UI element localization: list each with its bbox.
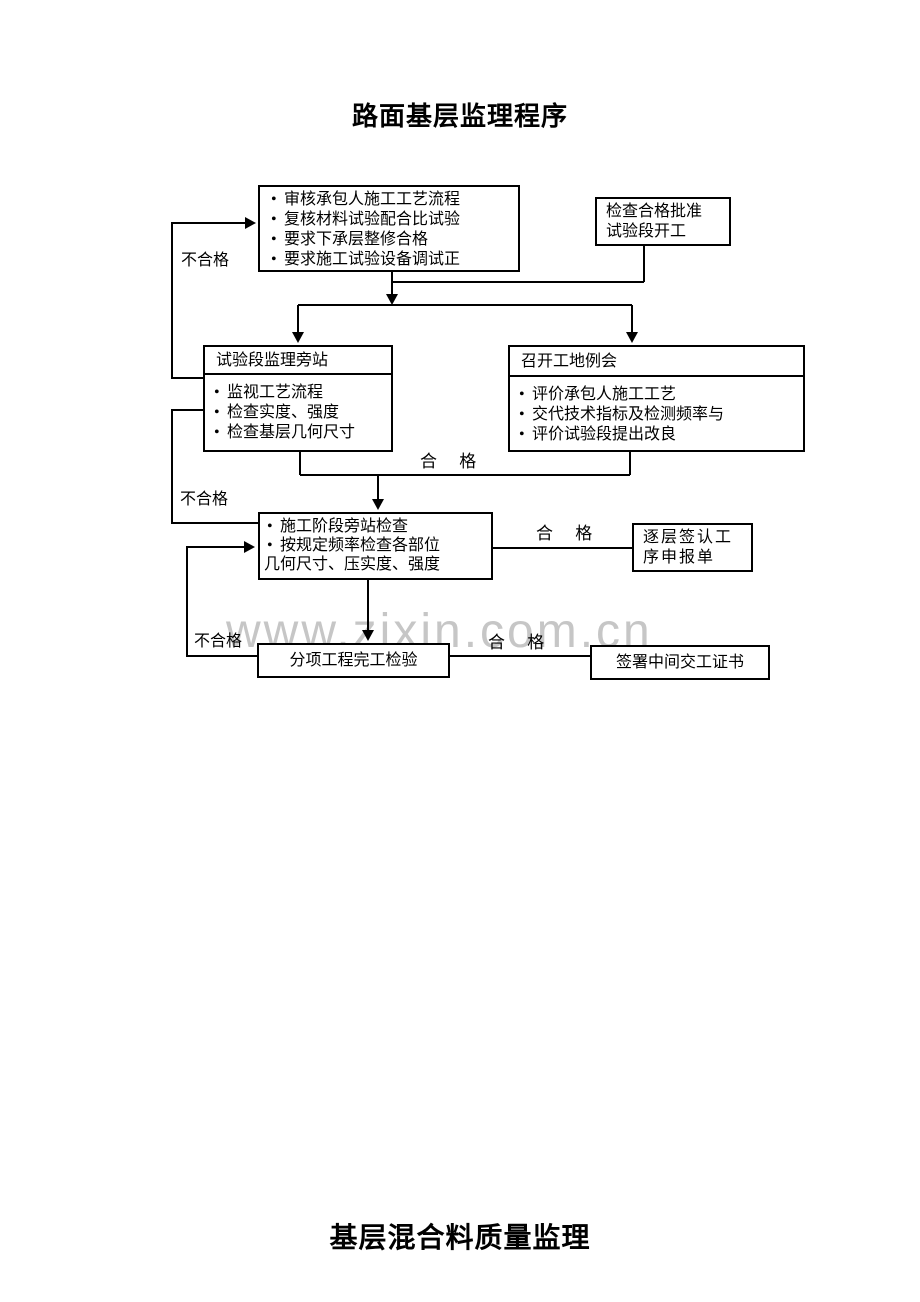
fail-label: 不合格 <box>180 491 229 508</box>
flow-box-sign-declaration: 逐层签认工 序申报单 <box>632 523 753 572</box>
connector-top-junction <box>391 246 645 283</box>
meeting-item: 评价试验段提出改良 <box>516 425 803 445</box>
flow-box-completion-inspection: 分项工程完工检验 <box>257 643 450 678</box>
arrowhead-construction-box <box>372 499 384 510</box>
pass-label: 合 格 <box>420 452 486 471</box>
arrowhead-trial-box <box>292 332 304 343</box>
fail-label: 不合格 <box>194 633 243 650</box>
flow-box-review: 审核承包人施工工艺流程 复核材料试验配合比试验 要求下承层整修合格 要求施工试验… <box>258 185 520 272</box>
review-item: 复核材料试验配合比试验 <box>268 210 518 230</box>
meeting-item: 评价承包人施工工艺 <box>516 385 803 405</box>
flow-box-handover-certificate: 签署中间交工证书 <box>590 645 770 680</box>
sign-line: 序申报单 <box>643 549 716 566</box>
arrowhead-inspection-box <box>362 630 374 641</box>
flow-box-approve: 检查合格批准 试验段开工 <box>595 197 731 246</box>
flow-box-trial-supervision: 试验段监理旁站 监视工艺流程 检查实度、强度 检查基层几何尺寸 <box>203 345 393 452</box>
pass-label: 合 格 <box>488 633 554 652</box>
connector-fail-loop-to-construction <box>171 409 258 524</box>
review-item: 要求施工试验设备调试正 <box>268 250 518 270</box>
trial-item: 检查基层几何尺寸 <box>211 423 391 443</box>
review-item: 要求下承层整修合格 <box>268 230 518 250</box>
pass-label: 合 格 <box>536 524 602 543</box>
page-title: 路面基层监理程序 <box>351 101 568 131</box>
arrowhead-review-box <box>245 217 256 229</box>
sign-line: 逐层签认工 <box>643 529 734 546</box>
trial-item: 监视工艺流程 <box>211 383 391 403</box>
fail-label: 不合格 <box>181 252 230 269</box>
arrowhead-meeting-box <box>626 332 638 343</box>
connector-fail-loop-to-review <box>171 222 246 379</box>
section-title: 基层混合料质量监理 <box>329 1222 591 1253</box>
arrowhead-construction-box-left <box>244 541 255 553</box>
connector-merge-bar <box>299 452 631 476</box>
connector-fail-loop-from-inspection <box>186 546 257 657</box>
trial-box-header: 试验段监理旁站 <box>205 347 391 375</box>
flow-box-construction-inspection: 施工阶段旁站检查 按规定频率检查各部位 几何尺寸、压实度、强度 <box>258 512 493 580</box>
construction-item-continuation: 几何尺寸、压实度、强度 <box>264 556 441 573</box>
approve-line: 检查合格批准 <box>606 203 703 220</box>
flow-box-site-meeting: 召开工地例会 评价承包人施工工艺 交代技术指标及检测频率与 评价试验段提出改良 <box>508 345 805 452</box>
meeting-box-header: 召开工地例会 <box>510 347 803 377</box>
construction-item: 按规定频率检查各部位 <box>264 536 491 555</box>
arrowhead-down-split <box>386 294 398 305</box>
approve-line: 试验段开工 <box>606 223 687 240</box>
meeting-item: 交代技术指标及检测频率与 <box>516 405 803 425</box>
construction-item: 施工阶段旁站检查 <box>264 517 491 536</box>
review-item: 审核承包人施工工艺流程 <box>268 190 518 210</box>
trial-item: 检查实度、强度 <box>211 403 391 423</box>
